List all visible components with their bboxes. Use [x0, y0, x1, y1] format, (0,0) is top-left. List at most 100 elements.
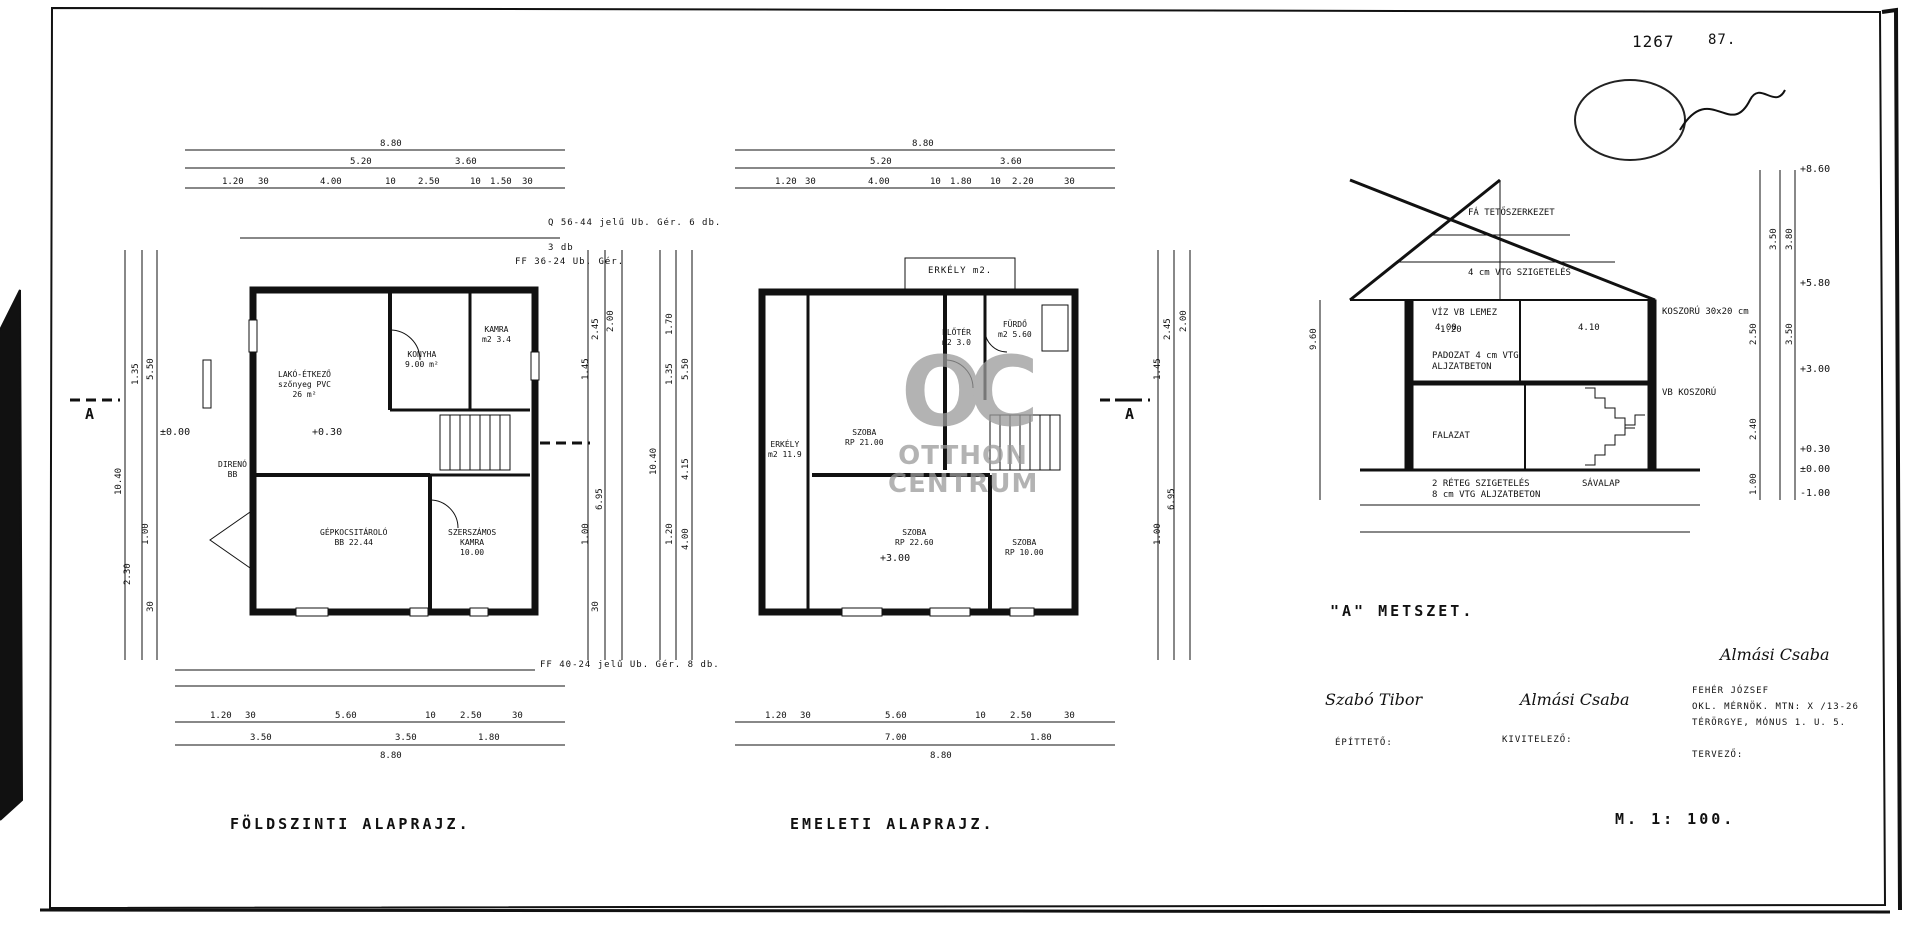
- section-label-0: FÁ TETŐSZERKEZET: [1468, 206, 1555, 218]
- ground-overall-bottom: 8.80: [380, 751, 402, 761]
- section-label-3: PADOZAT 4 cm VTG: [1432, 351, 1519, 361]
- upper-dimension-labels: 8.80 5.20 3.60 1.20 30 4.00 10 1.80 10 2…: [649, 139, 1189, 761]
- ground-top-seg-0: 1.20: [222, 177, 244, 187]
- upper-overall-bottom: 8.80: [930, 751, 952, 761]
- section-level-2: +3.00: [1800, 364, 1830, 375]
- upper-floor-title: EMELETI ALAPRAJZ.: [790, 815, 995, 833]
- upper-split-right: 3.60: [1000, 157, 1022, 167]
- watermark-line2: CENTRUM: [888, 469, 1039, 499]
- stamp-year: 87.: [1708, 32, 1737, 48]
- ground-right-vert-3: 6.95: [595, 488, 605, 510]
- ground-top-seg-7: 30: [522, 177, 533, 187]
- ground-top-seg-5: 10: [470, 177, 481, 187]
- ground-right-vert-1: 2.00: [606, 310, 616, 332]
- upper-top-seg-5: 10: [990, 177, 1001, 187]
- upper-top-seg-0: 1.20: [775, 177, 797, 187]
- ground-floor-title: FÖLDSZINTI ALAPRAJZ.: [230, 815, 471, 833]
- section-level-4: ±0.00: [1800, 464, 1830, 475]
- section-annotation-labels: FÁ TETŐSZERKEZET 4 cm VTG SZIGETELÉS VÍZ…: [1432, 206, 1749, 500]
- section-label-8: 2 RÉTEG SZIGETELÉS: [1432, 477, 1530, 489]
- section-label-6: VB KOSZORÚ: [1662, 386, 1716, 398]
- ground-right-vert-4: 1.00: [581, 523, 591, 545]
- scale-label: M. 1: 100.: [1615, 810, 1736, 828]
- ground-top-beam-note3: FF 36-24 Ub. Gér.: [515, 257, 625, 267]
- otthon-centrum-watermark: OC OTTHON CENTRUM: [888, 342, 1039, 499]
- upper-right-vert-0: 2.45: [1163, 318, 1173, 340]
- ground-top-beam-note2: 3 db: [548, 243, 574, 253]
- section-level-0: +8.60: [1800, 164, 1830, 175]
- upper-left-vert-2: 1.35: [665, 363, 675, 385]
- designer-name: FEHÉR JÓZSEF: [1692, 686, 1770, 696]
- ground-overall-top: 8.80: [380, 139, 402, 149]
- upper-left-vert-4: 5.50: [681, 358, 691, 380]
- role-builder: ÉPÍTTETŐ:: [1335, 738, 1393, 748]
- section-dim-7: 3.50: [1785, 323, 1795, 345]
- section-label-5: KOSZORÚ 30x20 cm: [1662, 305, 1749, 317]
- ground-split-right: 3.60: [455, 157, 477, 167]
- ground-top-seg-6: 1.50: [490, 177, 512, 187]
- section-marker-left: A: [85, 405, 98, 423]
- ground-top-beam-note: Q 56-44 jelű Ub. Gér. 6 db.: [548, 218, 722, 228]
- section-level-1: +5.80: [1800, 278, 1830, 289]
- ground-bottom-split-2: 1.80: [478, 733, 500, 743]
- section-label-12: 4.10: [1578, 323, 1600, 333]
- ground-bottom-seg-3: 10: [425, 711, 436, 721]
- ground-left-vert-1: 1.35: [131, 363, 141, 385]
- upper-right-vert-1: 2.00: [1179, 310, 1189, 332]
- ground-top-seg-1: 30: [258, 177, 269, 187]
- upper-bottom-split-0: 7.00: [885, 733, 907, 743]
- ground-split-left: 5.20: [350, 157, 372, 167]
- upper-level: +3.00: [880, 553, 911, 564]
- upper-top-seg-4: 1.80: [950, 177, 972, 187]
- watermark-line1: OTTHON: [898, 441, 1028, 471]
- upper-left-vert-5: 1.20: [665, 523, 675, 545]
- ground-bottom-seg-1: 30: [245, 711, 256, 721]
- section-label-10: SÁVALAP: [1582, 477, 1621, 489]
- ground-bottom-seg-0: 1.20: [210, 711, 232, 721]
- ground-right-vert-0: 2.45: [591, 318, 601, 340]
- stamp-number: 1267: [1632, 32, 1675, 51]
- ground-right-vert-5: 30: [591, 601, 601, 612]
- ground-dimension-labels: 8.80 5.20 3.60 1.20 30 4.00 10 2.50 10 1…: [114, 139, 616, 761]
- ground-top-seg-4: 2.50: [418, 177, 440, 187]
- section-dim-2: 2.50: [1749, 323, 1759, 345]
- signature-builder: Szabó Tibor: [1325, 690, 1423, 709]
- section-label-7: FALAZAT: [1432, 431, 1471, 441]
- upper-right-vert-2: 1.45: [1153, 358, 1163, 380]
- ground-top-seg-3: 10: [385, 177, 396, 187]
- designer-license: OKL. MÉRNÖK. MTN: X /13-26: [1692, 702, 1859, 712]
- ground-level-step: +0.30: [312, 427, 343, 438]
- section-level-3: +0.30: [1800, 444, 1830, 455]
- section-label-1: 4 cm VTG SZIGETELÉS: [1468, 266, 1571, 278]
- section-label-11: 4.00: [1435, 323, 1457, 333]
- upper-left-vert-6: 4.00: [681, 528, 691, 550]
- role-contractor: KIVITELEZŐ:: [1502, 735, 1573, 745]
- section-stairs: [1585, 387, 1645, 466]
- upper-bottom-split-1: 1.80: [1030, 733, 1052, 743]
- ground-bottom-split-1: 3.50: [395, 733, 417, 743]
- upper-stairs: [989, 414, 1061, 471]
- upper-top-seg-3: 10: [930, 177, 941, 187]
- ground-floor-plan: [70, 149, 623, 746]
- upper-left-vert-3: 1.70: [665, 313, 675, 335]
- section-marker-right: A: [1125, 405, 1138, 423]
- upper-top-seg-6: 2.20: [1012, 177, 1034, 187]
- upper-right-vert-3: 6.95: [1167, 488, 1177, 510]
- upper-left-vert-0: 10.40: [649, 448, 659, 475]
- signature-designer: Almási Csaba: [1720, 645, 1830, 664]
- approval-stamp: 1267 87.: [1560, 20, 1790, 170]
- upper-bottom-seg-5: 30: [1064, 711, 1075, 721]
- section-dim-0: 3.50: [1769, 228, 1779, 250]
- section-dim-1: 9.60: [1309, 328, 1319, 350]
